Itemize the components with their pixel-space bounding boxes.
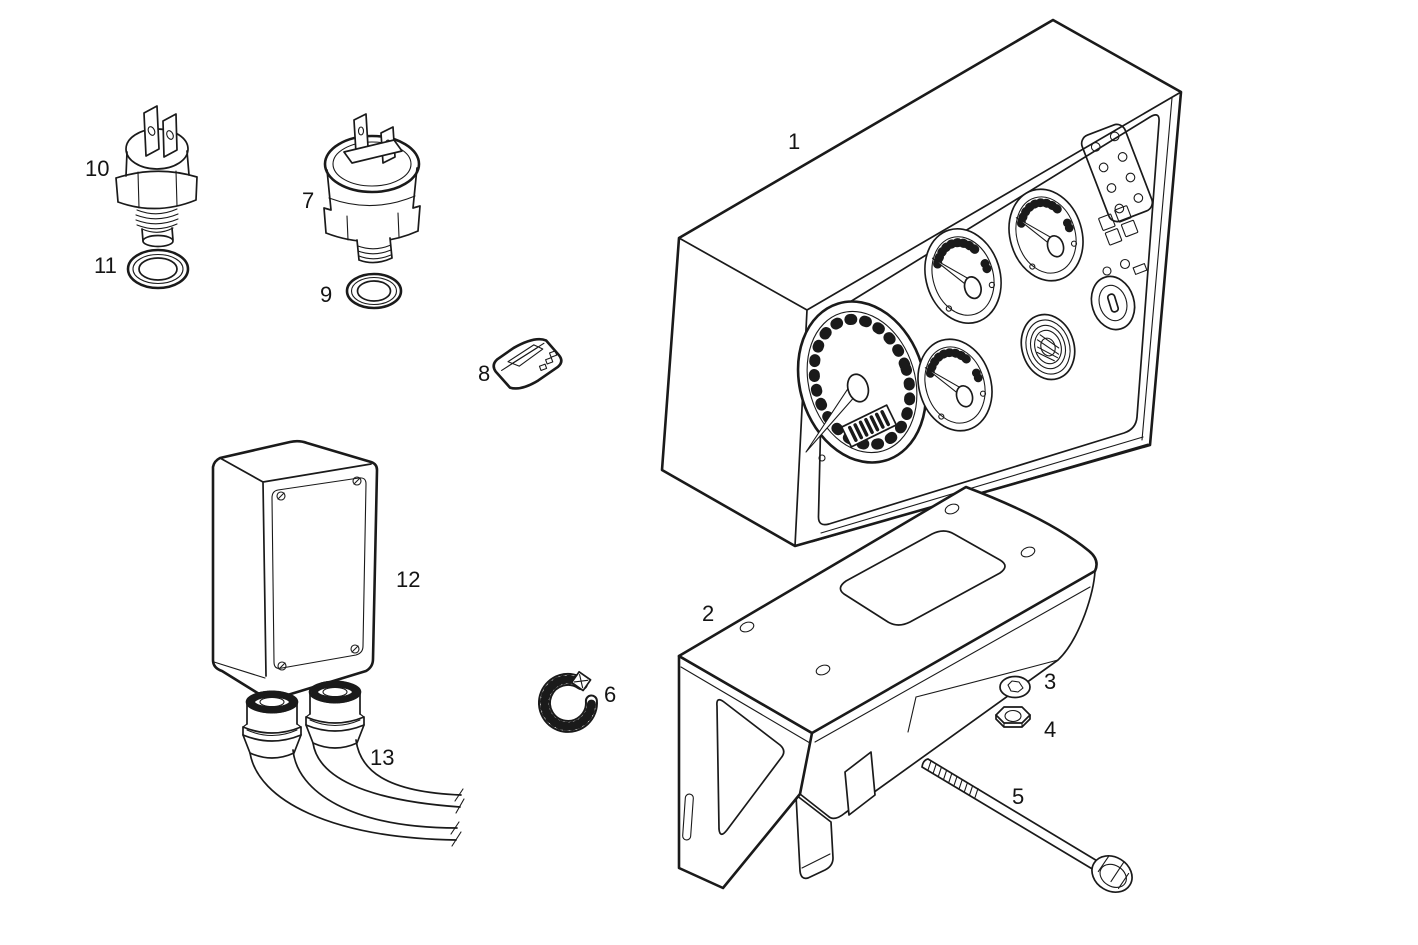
indicator-hole-plate: [1080, 123, 1154, 223]
callout-10: 10: [85, 156, 109, 181]
odometer: [840, 404, 898, 448]
part-2-mounting-bracket: [677, 485, 1098, 890]
callout-7: 7: [302, 188, 314, 213]
callout-5: 5: [1012, 784, 1024, 809]
part-6-clip: [537, 670, 598, 733]
callout-11: 11: [94, 253, 117, 278]
part-13-cables: [243, 682, 465, 847]
callout-1: 1: [788, 129, 800, 154]
part-4-hex-nut: [995, 706, 1031, 728]
part-1-instrument-panel: [660, 18, 1183, 548]
key-switch: [1090, 275, 1136, 331]
part-3-washer: [999, 675, 1031, 699]
bolt-threads: [927, 760, 979, 799]
callout-6: 6: [604, 682, 616, 707]
round-connector-1: [243, 692, 301, 758]
bolt-head: [1091, 855, 1133, 893]
speedometer-gauge: [796, 300, 928, 464]
callout-2: 2: [702, 601, 714, 626]
box-screws: [276, 476, 362, 671]
round-connector-2: [306, 682, 364, 748]
buzzer: [1020, 313, 1076, 381]
part-8-connector: [492, 337, 563, 390]
callout-8: 8: [478, 361, 490, 386]
callout-3: 3: [1044, 669, 1056, 694]
part-7-pressure-sensor: [323, 113, 421, 264]
bracket-plate-cutout: [839, 530, 1006, 626]
part-9-seal-ring: [345, 272, 403, 310]
part-5-bolt: [921, 758, 1133, 893]
part-12-control-box: [211, 439, 379, 700]
callout-9: 9: [320, 282, 332, 307]
callout-13: 13: [370, 745, 394, 770]
part-11-seal-ring: [126, 248, 190, 290]
bracket-top-plate: [677, 485, 1098, 735]
callout-12: 12: [396, 567, 420, 592]
part-10-temperature-sensor: [115, 105, 198, 248]
bracket-gusset-cutout: [716, 698, 785, 836]
indicator-lights: [1098, 205, 1139, 246]
bracket-apron: [799, 570, 1096, 820]
callout-4: 4: [1044, 717, 1056, 742]
